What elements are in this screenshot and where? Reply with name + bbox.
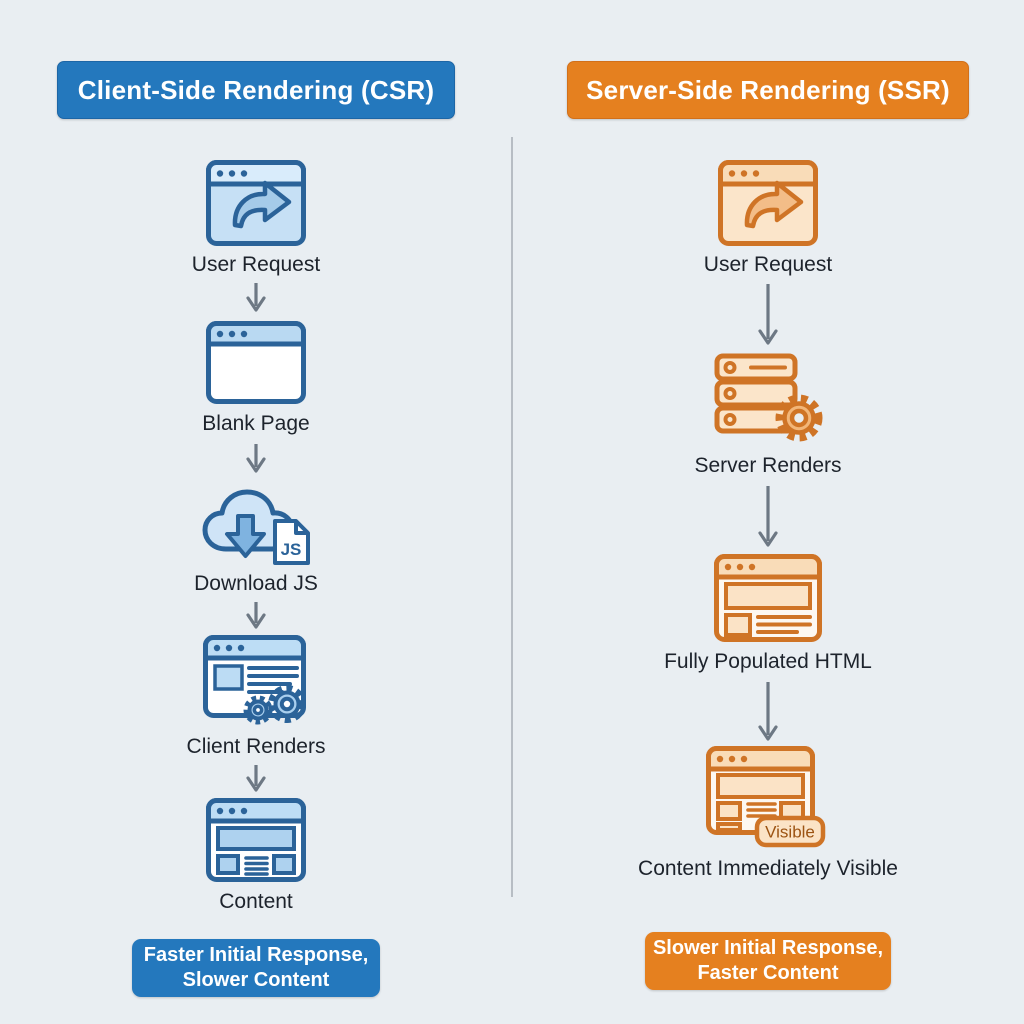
- visible-badge-label: Visible: [765, 823, 815, 842]
- browser-gears-icon: [203, 635, 306, 725]
- ssr-column: Server-Side Rendering (SSR) User Request: [512, 0, 1024, 1024]
- csr-summary-line1: Faster Initial Response,: [143, 944, 369, 966]
- browser-arrow-icon: [206, 160, 306, 246]
- browser-visible-icon: Visible: [706, 746, 826, 848]
- down-arrow-icon: [758, 682, 778, 741]
- browser-content-icon: [206, 798, 306, 882]
- js-file-label: JS: [281, 540, 302, 559]
- step-label: Client Renders: [186, 735, 326, 758]
- ssr-summary-line2: Faster Content: [697, 962, 839, 984]
- step-label: User Request: [703, 253, 833, 276]
- gear-icon: [775, 394, 823, 442]
- step-label: Content: [219, 890, 293, 913]
- csr-summary-line2: Slower Content: [182, 969, 330, 991]
- ssr-header: Server-Side Rendering (SSR): [567, 61, 969, 119]
- down-arrow-icon: [758, 284, 778, 345]
- ssr-summary-line1: Slower Initial Response,: [652, 937, 884, 959]
- gear-large-icon: [268, 685, 306, 723]
- down-arrow-icon: [246, 602, 266, 629]
- browser-html-icon: [714, 554, 822, 642]
- down-arrow-icon: [246, 765, 266, 792]
- step-label: Fully Populated HTML: [664, 650, 872, 673]
- down-arrow-icon: [758, 486, 778, 547]
- step-label: Download JS: [194, 572, 318, 595]
- ssr-summary: Slower Initial Response, Faster Content: [645, 932, 891, 990]
- down-arrow-icon: [246, 444, 266, 473]
- csr-column: Client-Side Rendering (CSR) User Request…: [57, 61, 455, 997]
- step-label: Content Immediately Visible: [638, 857, 898, 880]
- cloud-download-js-icon: JS: [202, 489, 310, 565]
- column-divider: [511, 137, 513, 897]
- blank-page-icon: [206, 321, 306, 404]
- browser-arrow-icon: [718, 160, 818, 246]
- step-label: Server Renders: [694, 454, 842, 477]
- step-label: User Request: [191, 253, 321, 276]
- step-label: Blank Page: [202, 412, 310, 435]
- server-gear-icon: [714, 353, 823, 442]
- visible-badge: Visible: [754, 815, 826, 848]
- csr-header: Client-Side Rendering (CSR): [57, 61, 455, 119]
- down-arrow-icon: [246, 283, 266, 312]
- csr-summary: Faster Initial Response, Slower Content: [132, 939, 380, 997]
